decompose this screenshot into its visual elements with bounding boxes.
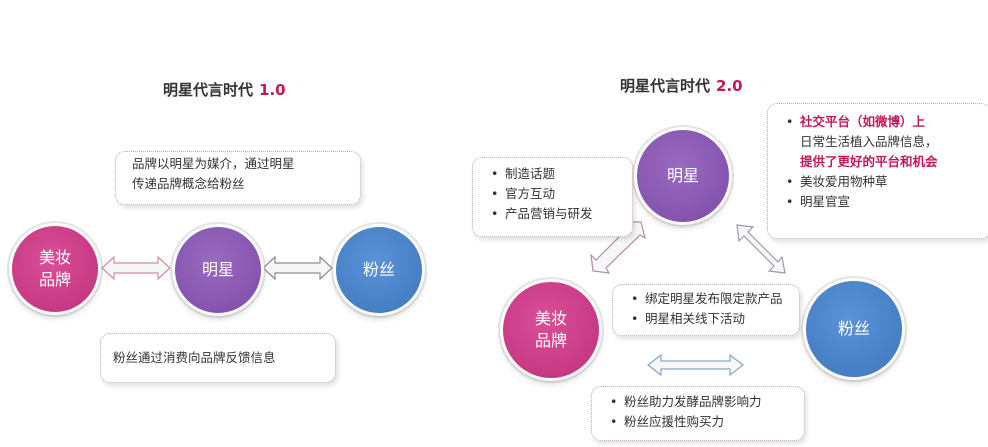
left-brand-line1: 美妆	[38, 248, 71, 267]
fans-box: 粉丝助力发酵品牌影响力 粉丝应援性购买力	[591, 386, 805, 441]
left-version: 1.0	[259, 81, 286, 99]
right-version: 2.0	[716, 77, 743, 95]
left-bottom-note: 粉丝通过消费向品牌反馈信息	[100, 333, 336, 383]
star-brand-item: 制造话题	[491, 164, 632, 184]
left-arrow-brand-star	[101, 255, 171, 281]
right-star-label: 明星	[666, 166, 699, 185]
brand-fans-item: 明星相关线下活动	[631, 309, 799, 329]
fans-item: 粉丝应援性购买力	[610, 412, 804, 432]
right-fans-label: 粉丝	[837, 319, 870, 338]
right-fans-node: 粉丝	[806, 281, 902, 377]
right-brand-line1: 美妆	[534, 309, 567, 328]
star-brand-item: 官方互动	[491, 184, 632, 204]
left-star-label: 明星	[201, 260, 234, 279]
left-top-note: 品牌以明星为媒介，通过明星 传递品牌概念给粉丝	[115, 151, 361, 205]
right-arrow-star-fans	[736, 224, 786, 274]
left-bottom-note-text: 粉丝通过消费向品牌反馈信息	[113, 350, 276, 365]
social-box: 社交平台（如微博）上 日常生活植入品牌信息， 提供了更好的平台和机会 美妆爱用物…	[767, 103, 988, 239]
social-item-highlight: 社交平台（如微博）上 日常生活植入品牌信息， 提供了更好的平台和机会	[786, 112, 988, 172]
left-arrow-star-fans	[262, 255, 333, 281]
social-line1: 社交平台（如微博）上	[800, 114, 926, 129]
social-item: 美妆爱用物种草	[786, 172, 988, 192]
left-brand-line2: 品牌	[38, 270, 71, 289]
left-top-note-line2: 传递品牌概念给粉丝	[132, 176, 245, 191]
left-brand-node: 美妆 品牌	[12, 226, 98, 312]
left-fans-label: 粉丝	[362, 260, 395, 279]
left-top-note-line1: 品牌以明星为媒介，通过明星	[132, 156, 295, 171]
social-line2: 日常生活植入品牌信息，	[800, 134, 938, 149]
brand-fans-box: 绑定明星发布限定款产品 明星相关线下活动	[612, 284, 800, 336]
left-title: 明星代言时代 1.0	[163, 79, 286, 100]
star-brand-box: 制造话题 官方互动 产品营销与研发	[472, 157, 633, 237]
right-brand-node: 美妆 品牌	[503, 282, 599, 378]
right-title-text: 明星代言时代	[620, 77, 711, 95]
left-star-node: 明星	[175, 227, 261, 313]
brand-fans-item: 绑定明星发布限定款产品	[631, 289, 799, 309]
social-line3: 提供了更好的平台和机会	[800, 154, 938, 169]
right-title: 明星代言时代 2.0	[620, 75, 743, 96]
left-title-text: 明星代言时代	[163, 81, 254, 99]
social-item: 明星官宣	[786, 192, 988, 212]
right-brand-line2: 品牌	[534, 331, 567, 350]
star-brand-item: 产品营销与研发	[491, 204, 632, 224]
fans-item: 粉丝助力发酵品牌影响力	[610, 392, 804, 412]
left-fans-node: 粉丝	[336, 227, 422, 313]
right-star-node: 明星	[637, 130, 729, 222]
right-arrow-brand-fans	[647, 353, 744, 377]
